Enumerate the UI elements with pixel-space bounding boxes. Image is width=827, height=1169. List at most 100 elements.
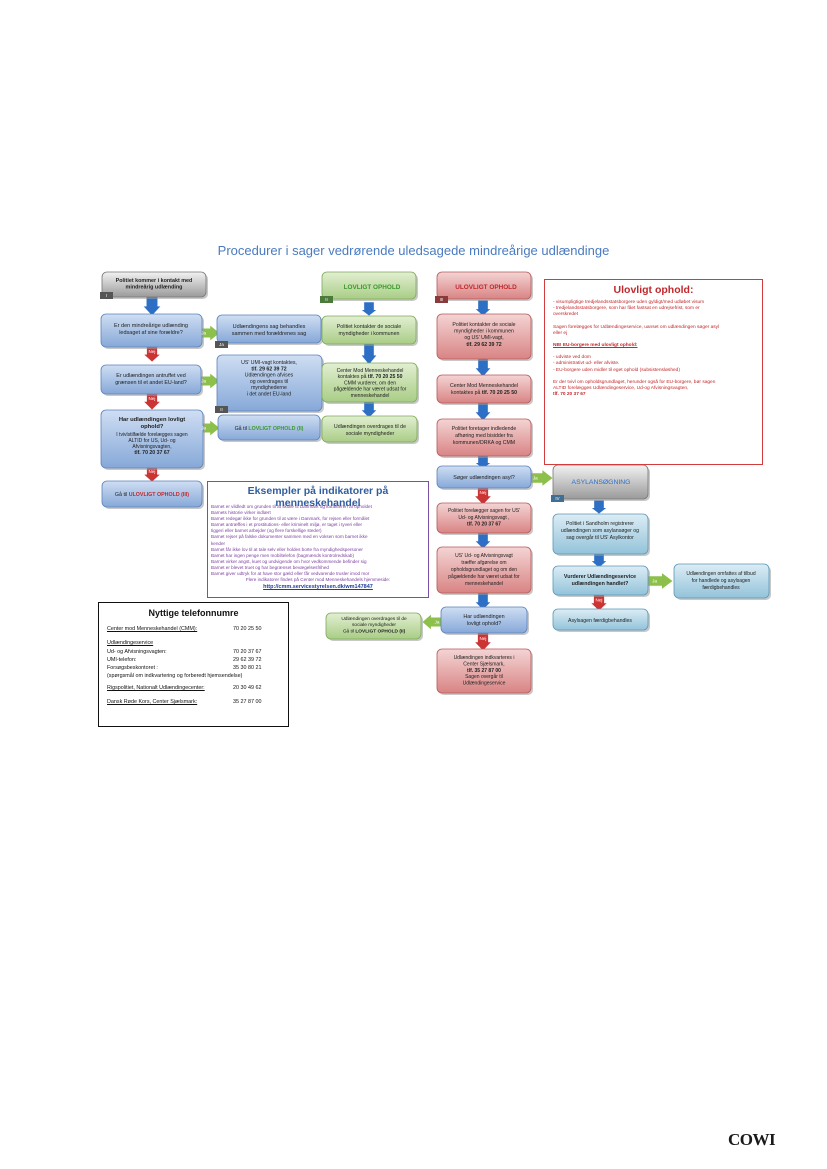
illegal-stay-line: NB! EU-borgere med ulovligt ophold: bbox=[553, 343, 638, 349]
box-ul-1-text-line: myndigheder i kommunen bbox=[454, 329, 514, 335]
phone-number: 35 27 87 00 bbox=[233, 699, 262, 705]
arrow-as-3-nej-label: Nej bbox=[596, 597, 603, 602]
box-ul-6-text-line: opholdsgrundlaget og om den bbox=[451, 567, 517, 573]
phone-numbers-title: Nyttige telefonnumre bbox=[148, 608, 239, 618]
box-ul-1-text-line: Politiet kontakter de sociale bbox=[452, 322, 515, 328]
indicator-line: Flere indikatorer findes på Center mod M… bbox=[245, 577, 391, 583]
arrow-ul-8-nej-label: Nej bbox=[480, 636, 487, 641]
cmm-website-link[interactable]: http://cmm.servicestyrelsen.dk/wm147847 bbox=[263, 584, 373, 591]
illegal-stay-line: - visumpligtige tredjelandsstatsborgere … bbox=[553, 300, 705, 305]
box-q2 bbox=[100, 364, 202, 395]
box-ul-6-text-line: træffer afgørelse om bbox=[461, 560, 506, 566]
phone-label: Ud- og Afvisningsvagten: bbox=[107, 649, 167, 655]
box-q1-text-line: ledsaget af sine forældre? bbox=[119, 330, 183, 336]
phone-number: 20 30 49 62 bbox=[233, 685, 262, 691]
indicator-line: Barnet antræffes i et prostitutions- ell… bbox=[211, 522, 363, 528]
illegal-stay-line: overskredet bbox=[553, 312, 579, 318]
box-r3-text-line: Gå til LOVLIGT OPHOLD (II) bbox=[235, 425, 304, 432]
box-q3-text-line: Afvisningsvagten, bbox=[132, 444, 171, 450]
phone-label: Rigspolitiet, Nationalt Udlændingecenter… bbox=[107, 685, 205, 691]
box-ul-4 bbox=[436, 465, 532, 489]
box-ul-8-text-line: tlf. 35 27 87 00 bbox=[467, 668, 501, 674]
phone-number: 70 20 37 67 bbox=[233, 649, 262, 655]
illegal-stay-line: - EU-borgere uden midler til eget ophold… bbox=[553, 367, 680, 373]
phone-label: Udlændingeservice bbox=[107, 640, 154, 646]
box-ul-6-text-line: menneskehandel bbox=[465, 581, 503, 587]
box-lov-1-text-line: myndigheder i kommunen bbox=[339, 331, 400, 337]
box-as-2-text-line: udlændingen handlet? bbox=[572, 581, 629, 587]
indicator-line: Barnet giver udtryk for at have stor gæl… bbox=[211, 571, 370, 577]
tag-IV bbox=[551, 495, 564, 502]
box-as-3-text-line: Udlændingen omfattes af tilbud bbox=[686, 571, 755, 577]
box-as-4 bbox=[552, 608, 649, 631]
arrow-as-ja bbox=[645, 571, 674, 591]
box-as-1-text-line: Politiet i Sandholm registrerer bbox=[566, 521, 634, 527]
tag-I-label: I bbox=[106, 293, 107, 298]
box-lov-2-text-line: Center Mod Menneskehandel bbox=[337, 368, 404, 374]
box-ul-5 bbox=[436, 502, 532, 534]
arrow-ul-1 bbox=[474, 299, 492, 317]
arrow-lov-1 bbox=[360, 301, 378, 317]
phone-label: UMI-telefon: bbox=[107, 657, 137, 663]
illegal-stay-list: - visumpligtige tredjelandsstatsborgere … bbox=[553, 300, 758, 398]
indicator-line: kender bbox=[211, 540, 226, 546]
box-q3-bold-line: ophold? bbox=[141, 424, 164, 430]
phone-label: Dansk Røde Kors, Center Sjælsmark: bbox=[107, 699, 198, 705]
box-ul-5-text-line: tlf. 70 20 37 67 bbox=[467, 522, 501, 528]
box-ul-8-text-line: Center Sjælsmark, bbox=[463, 661, 504, 667]
box-ul-1-text-line: og US' UMI-vagt, bbox=[464, 335, 503, 341]
box-ul-3-text-line: Politiet foretager indledende bbox=[452, 426, 517, 432]
indicator-line: Barnet virker angst, kuet og undvigende … bbox=[211, 558, 367, 564]
arrow-as-ja-label: Ja bbox=[652, 579, 657, 584]
box-lov-3-text-line: sociale myndigheder bbox=[346, 431, 395, 437]
box-go3 bbox=[101, 480, 203, 508]
box-ul-6-text-line: US' Ud- og Afvisningsvagt bbox=[455, 553, 513, 559]
box-ul-8-text-line: Sagen overgår til bbox=[465, 673, 503, 680]
arrow-q2-r2-ja-label: Ja bbox=[201, 379, 206, 384]
arrow-q1-q2-nej-label: Nej bbox=[149, 349, 156, 354]
tag-III-label: III bbox=[440, 297, 444, 302]
arrow-ul-lovr-ja-label: Ja bbox=[435, 620, 440, 625]
box-as-2-text-line: Vurderer Udlændingeservice bbox=[564, 574, 636, 580]
box-lov-3-text-line: Udlændingen overdrages til de bbox=[334, 424, 406, 430]
box-r2-text-line: i det andet EU-land bbox=[247, 392, 292, 398]
arrow-as-1 bbox=[590, 499, 608, 515]
box-lovr-text-line: Gå til LOVLIGT OPHOLD (II) bbox=[343, 627, 406, 634]
illegal-stay-line: - udviste ved dom bbox=[553, 355, 591, 361]
box-lovr-text-line: Udlændingen overdrages til de bbox=[341, 616, 407, 622]
box-r2-text-line: og overdrages til bbox=[250, 379, 288, 385]
box-r1-text-line: sammen med forældrenes sag bbox=[232, 331, 307, 337]
box-ul-8 bbox=[436, 648, 532, 694]
box-lov-2-text-line: kontaktes på tlf. 70 20 25 50 bbox=[338, 373, 403, 380]
box-go3-text-line: Gå til ULOVLIGT OPHOLD (III) bbox=[115, 491, 189, 498]
tag-ja-r2-label: II bbox=[220, 407, 222, 412]
box-r2-text-line: myndighederne bbox=[251, 385, 287, 391]
illegal-stay-panel: Ulovligt ophold: - visumpligtige tredjel… bbox=[544, 279, 763, 465]
box-ul-6-text-line: pågældende har været udsat for bbox=[448, 573, 520, 580]
box-ul-2-text-line: kontaktes på tlf. 70 20 25 50 bbox=[451, 389, 517, 396]
phone-number: 35 30 80 21 bbox=[233, 665, 262, 671]
illegal-stay-line: Sagen forelægges for Udlændingeservice, … bbox=[553, 324, 720, 330]
box-as-3-text-line: færdigbehandles bbox=[702, 585, 740, 591]
tag-IV-label: IV bbox=[555, 496, 559, 501]
illegal-stay-line: Er der tvivl om opholdsgrundlaget, herun… bbox=[553, 379, 716, 385]
illegal-stay-title: Ulovligt ophold: bbox=[613, 284, 694, 296]
tag-III bbox=[435, 296, 448, 303]
box-q3-bold-line: Har udlændingen lovligt bbox=[119, 417, 185, 423]
tag-I bbox=[100, 292, 113, 299]
illegal-stay-line: - administrativt ud- eller afviste. bbox=[553, 361, 620, 367]
arrow-q3-r3-ja-label: Ja bbox=[201, 426, 206, 431]
box-ul-5-text-line: Politiet forelægger sagen for US' bbox=[448, 508, 520, 514]
box-ul-header bbox=[436, 271, 532, 300]
box-as-3-text-line: for handlede og asylsagen bbox=[692, 578, 751, 584]
box-q2-text-line: Er udlændingen antruffet ved bbox=[116, 373, 185, 379]
indicators-list: Barnet er vildledt om grunden til at sku… bbox=[211, 504, 425, 590]
box-ul-7-text-line: lovligt ophold? bbox=[467, 621, 501, 627]
box-q2-text-line: grænsen til et andet EU-land? bbox=[115, 380, 187, 386]
indicator-line: Barnet har ingen penge men mobiltelefon … bbox=[211, 552, 355, 558]
box-ul-7-text-line: Har udlændingen bbox=[463, 614, 504, 620]
box-r3 bbox=[217, 414, 321, 441]
box-r1 bbox=[216, 314, 322, 344]
